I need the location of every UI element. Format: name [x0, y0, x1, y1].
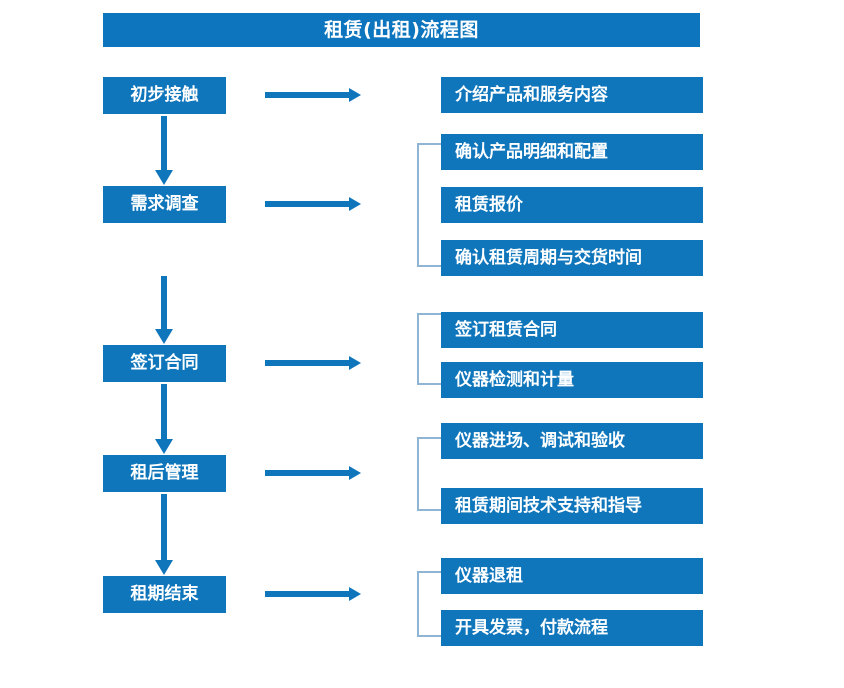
stage-box-4[interactable]: 租后管理	[103, 455, 226, 492]
detail-box-5[interactable]: 签订租赁合同	[441, 312, 703, 348]
diagram-title: 租赁(出租)流程图	[324, 18, 479, 41]
right-arrow-icon-5	[265, 587, 362, 601]
detail-box-4[interactable]: 确认租赁周期与交货时间	[441, 240, 703, 276]
stage-label-2: 需求调查	[130, 194, 199, 214]
detail-label-10: 开具发票，付款流程	[455, 617, 608, 638]
down-arrow-icon-4	[154, 494, 174, 576]
stage-label-1: 初步接触	[130, 85, 199, 105]
stage-box-3[interactable]: 签订合同	[103, 345, 226, 382]
stage-box-1[interactable]: 初步接触	[103, 77, 226, 114]
detail-label-8: 租赁期间技术支持和指导	[455, 495, 642, 516]
detail-label-7: 仪器进场、调试和验收	[455, 430, 625, 451]
detail-box-3[interactable]: 租赁报价	[441, 187, 703, 223]
right-arrow-icon-4	[265, 466, 362, 480]
stage-box-5[interactable]: 租期结束	[103, 576, 226, 613]
group-bracket-icon-4	[417, 571, 441, 637]
right-arrow-icon-2	[265, 197, 362, 211]
stage-label-4: 租后管理	[130, 463, 199, 483]
down-arrow-icon-2	[154, 276, 174, 345]
detail-box-10[interactable]: 开具发票，付款流程	[441, 610, 703, 646]
group-bracket-icon-1	[417, 143, 441, 267]
stage-box-2[interactable]: 需求调查	[103, 186, 226, 223]
detail-box-7[interactable]: 仪器进场、调试和验收	[441, 423, 703, 459]
stage-label-3: 签订合同	[130, 353, 199, 373]
right-arrow-icon-3	[265, 356, 362, 370]
detail-box-6[interactable]: 仪器检测和计量	[441, 362, 703, 398]
detail-box-1[interactable]: 介绍产品和服务内容	[441, 77, 703, 113]
detail-box-9[interactable]: 仪器退租	[441, 558, 703, 594]
group-bracket-icon-2	[417, 313, 441, 385]
detail-label-6: 仪器检测和计量	[455, 369, 574, 390]
detail-box-2[interactable]: 确认产品明细和配置	[441, 134, 703, 170]
detail-label-9: 仪器退租	[455, 565, 523, 586]
detail-label-2: 确认产品明细和配置	[455, 141, 608, 162]
diagram-title-bar: 租赁(出租)流程图	[103, 13, 700, 47]
right-arrow-icon-1	[265, 88, 362, 102]
detail-box-8[interactable]: 租赁期间技术支持和指导	[441, 488, 703, 524]
detail-label-3: 租赁报价	[455, 194, 523, 215]
detail-label-5: 签订租赁合同	[455, 319, 557, 340]
down-arrow-icon-3	[154, 384, 174, 455]
detail-label-1: 介绍产品和服务内容	[455, 84, 608, 105]
stage-label-5: 租期结束	[130, 584, 199, 604]
down-arrow-icon-1	[154, 116, 174, 186]
detail-label-4: 确认租赁周期与交货时间	[455, 247, 642, 268]
group-bracket-icon-3	[417, 437, 441, 511]
